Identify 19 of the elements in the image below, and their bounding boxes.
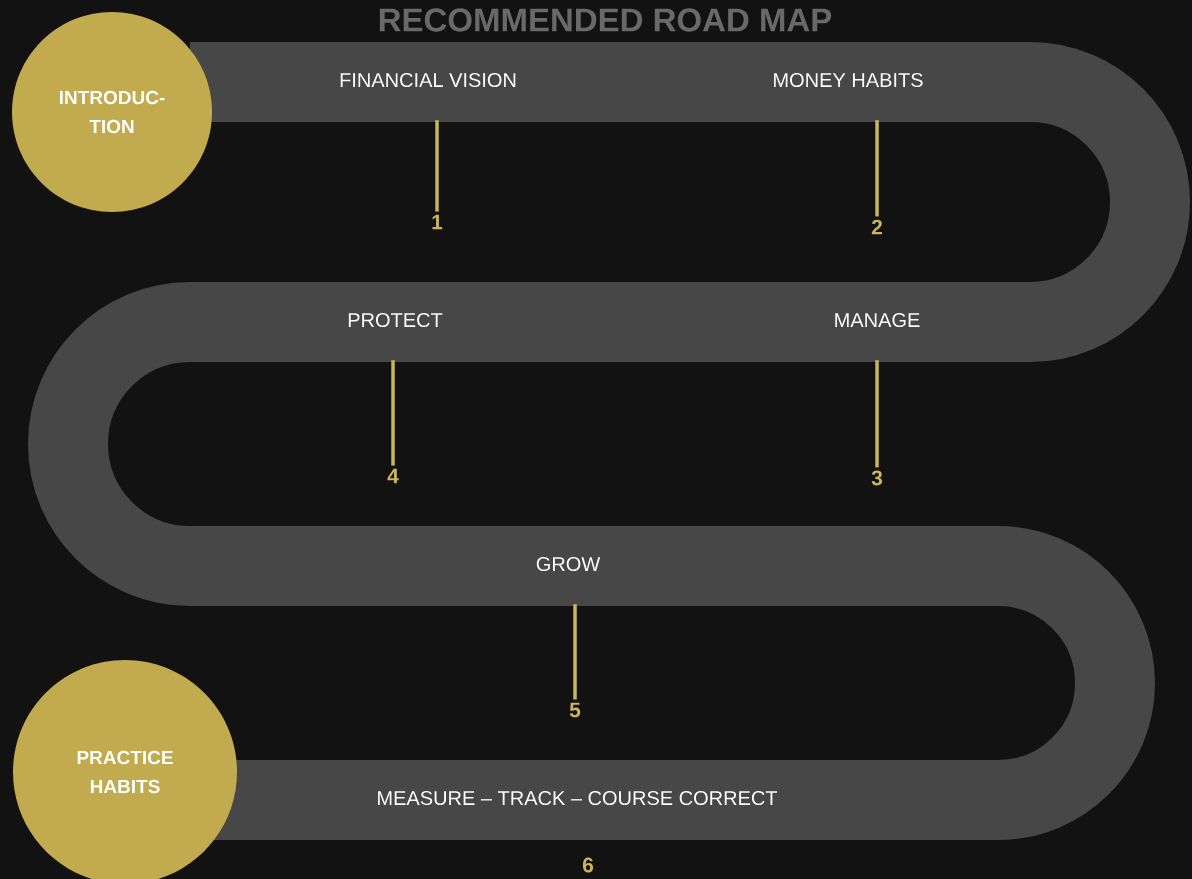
stage-label: MANAGE bbox=[835, 312, 920, 328]
leader-line bbox=[875, 360, 879, 468]
leader-line bbox=[435, 120, 439, 212]
circle-node: INTRODUC- TION bbox=[12, 12, 212, 212]
stage-label: MEASURE – TRACK – COURSE CORRECT bbox=[378, 790, 778, 806]
leader-line bbox=[391, 360, 395, 466]
step-number: 6 bbox=[582, 857, 594, 873]
step-number: 4 bbox=[387, 468, 399, 484]
step-number: 3 bbox=[871, 470, 883, 486]
step-number: 1 bbox=[432, 214, 443, 230]
step-number: 5 bbox=[569, 702, 581, 718]
step-number: 2 bbox=[871, 219, 882, 235]
stage-label: MONEY HABITS bbox=[774, 72, 923, 88]
stage-label: FINANCIAL VISION bbox=[340, 72, 516, 88]
title: RECOMMENDED ROAD MAP bbox=[379, 8, 832, 32]
leader-line bbox=[875, 120, 879, 217]
stage-label: GROW bbox=[536, 556, 601, 572]
stage-label: PROTECT bbox=[348, 312, 443, 328]
leader-line bbox=[573, 604, 577, 700]
